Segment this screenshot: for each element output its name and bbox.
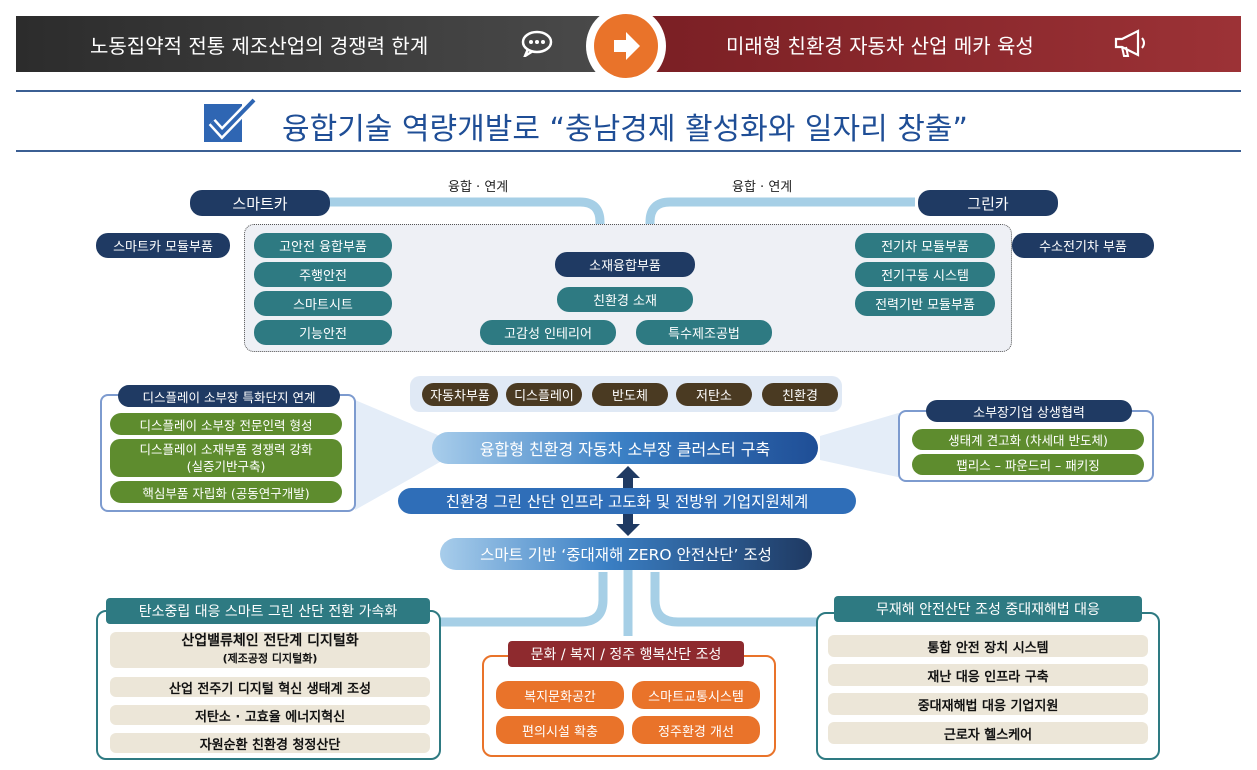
banner-left xyxy=(16,16,614,72)
infra-bar: 친환경 그린 산단 인프라 고도화 및 전방위 기업지원체계 xyxy=(398,488,856,514)
category-0: 자동차부품 xyxy=(422,383,498,406)
headline-rule-bottom xyxy=(16,150,1241,152)
banner-left-text: 노동집약적 전통 제조산업의 경쟁력 한계 xyxy=(90,34,429,58)
welfare-title: 문화 / 복지 / 정주 행복산단 조성 xyxy=(508,641,744,667)
megaphone-icon xyxy=(1110,28,1150,62)
left-item-0: 고안전 융합부품 xyxy=(254,233,392,258)
headline-rule-top xyxy=(16,90,1241,92)
cooperation-item-1: 팹리스 – 파운드리 – 패키징 xyxy=(912,454,1144,475)
carbon-title: 탄소중립 대응 스마트 그린 산단 전환 가속화 xyxy=(106,598,430,624)
safety-title: 무재해 안전산단 조성 중대재해법 대응 xyxy=(834,596,1142,622)
hydrogen-car-parts: 수소전기차 부품 xyxy=(1012,233,1154,258)
display-item-2-line1: 디스플레이 소재부품 경쟁력 강화 xyxy=(139,442,313,457)
display-panel-title: 디스플레이 소부장 특화단지 연계 xyxy=(118,385,340,407)
speech-bubble-icon xyxy=(520,29,554,61)
center-item-2: 고감성 인테리어 xyxy=(480,320,616,345)
category-4: 친환경 xyxy=(762,383,838,406)
left-item-3: 기능안전 xyxy=(254,320,392,345)
carbon-item-0: 산업 전주기 디지털 혁신 생태계 조성 xyxy=(110,677,430,697)
banner-right xyxy=(640,16,1241,72)
carbon-item-main-text: 산업밸류체인 전단계 디지털화 xyxy=(181,633,359,649)
cooperation-item-0: 생태계 견고화 (차세대 반도체) xyxy=(912,429,1144,450)
smartcar-label: 스마트카 xyxy=(190,190,330,216)
right-item-1: 전기구동 시스템 xyxy=(855,262,995,287)
category-1: 디스플레이 xyxy=(506,383,582,406)
safety-item-1: 재난 대응 인프라 구축 xyxy=(828,664,1148,686)
welfare-item-3: 정주환경 개선 xyxy=(632,716,760,744)
smartcar-module-parts: 스마트카 모듈부품 xyxy=(96,233,230,258)
safety-item-0: 통합 안전 장치 시스템 xyxy=(828,635,1148,657)
carbon-item-2: 자원순환 친환경 청정산단 xyxy=(110,733,430,753)
display-item-3: 핵심부품 자립화 (공동연구개발) xyxy=(110,481,342,503)
carbon-item-main-sub: (제조공정 디지털화) xyxy=(222,652,318,665)
display-item-2: 디스플레이 소재부품 경쟁력 강화 (실증기반구축) xyxy=(110,439,342,477)
category-3: 저탄소 xyxy=(676,383,752,406)
safety-bar: 스마트 기반 ‘중대재해 ZERO 안전산단’ 조성 xyxy=(440,538,812,570)
right-item-2: 전력기반 모듈부품 xyxy=(855,291,995,316)
welfare-item-2: 편의시설 확충 xyxy=(496,716,624,744)
link-label-left: 융합 · 연계 xyxy=(448,180,509,195)
carbon-item-main: 산업밸류체인 전단계 디지털화 (제조공정 디지털화) xyxy=(110,632,430,668)
link-label-right: 융합 · 연계 xyxy=(732,180,793,195)
arrow-circle-icon xyxy=(586,6,666,86)
checkbox-icon xyxy=(200,96,260,150)
center-item-3: 특수제조공법 xyxy=(636,320,772,345)
safety-item-3: 근로자 헬스케어 xyxy=(828,722,1148,744)
headline: 융합기술 역량개발로 “충남경제 활성화와 일자리 창출” xyxy=(282,112,968,147)
left-item-2: 스마트시트 xyxy=(254,291,392,316)
right-item-0: 전기차 모듈부품 xyxy=(855,233,995,258)
cooperation-title: 소부장기업 상생협력 xyxy=(926,400,1132,422)
center-item-0: 소재융합부품 xyxy=(555,252,695,277)
welfare-item-1: 스마트교통시스템 xyxy=(632,681,760,709)
greencar-label: 그린카 xyxy=(918,190,1058,216)
display-item-1: 디스플레이 소부장 전문인력 형성 xyxy=(110,413,342,435)
carbon-item-1: 저탄소 · 고효율 에너지혁신 xyxy=(110,705,430,725)
banner-right-text: 미래형 친환경 자동차 산업 메카 육성 xyxy=(726,34,1034,58)
left-item-1: 주행안전 xyxy=(254,262,392,287)
category-2: 반도체 xyxy=(592,383,668,406)
welfare-item-0: 복지문화공간 xyxy=(496,681,624,709)
safety-item-2: 중대재해법 대응 기업지원 xyxy=(828,693,1148,715)
cluster-bar: 융합형 친환경 자동차 소부장 클러스터 구축 xyxy=(432,432,818,464)
display-item-2-line2: (실증기반구축) xyxy=(186,459,266,474)
center-item-1: 친환경 소재 xyxy=(557,287,693,312)
